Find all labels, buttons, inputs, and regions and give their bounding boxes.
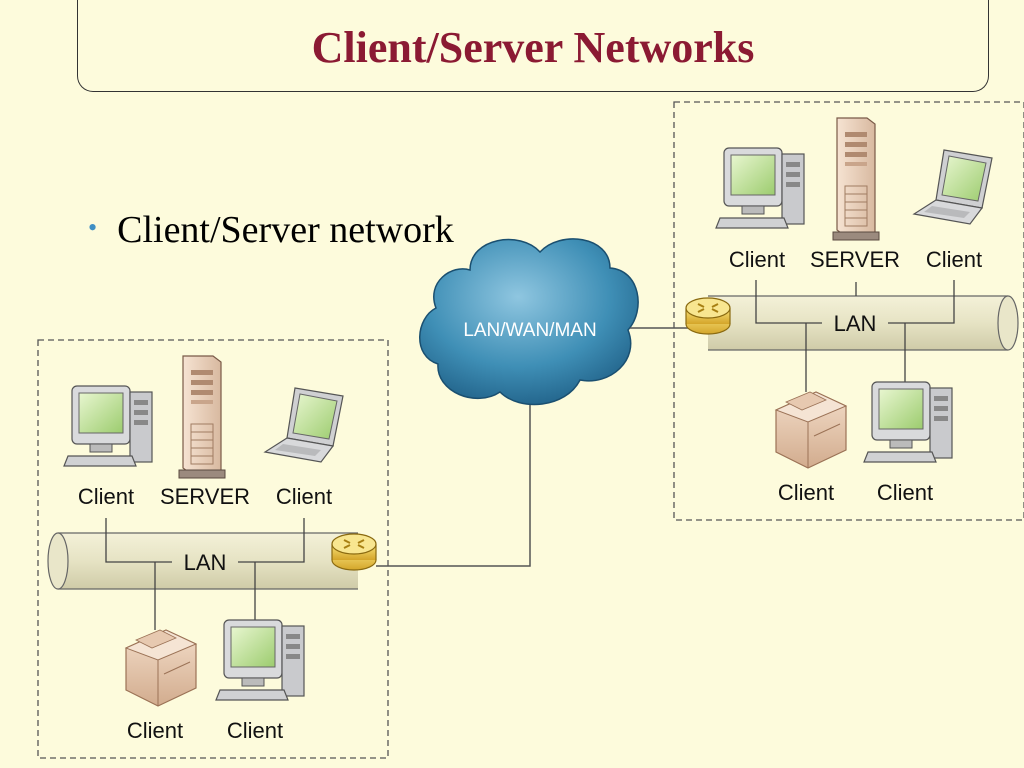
right-server-icon (832, 117, 880, 241)
right-desktop-2-icon (863, 381, 953, 463)
bullet-text: Client/Server network (117, 209, 454, 251)
left-laptop-icon (264, 387, 344, 463)
right-router-icon (685, 297, 731, 335)
link-cloud-left (376, 405, 531, 567)
right-label-client-1: Client (729, 247, 785, 272)
left-lan-label: LAN (184, 550, 227, 575)
right-desktop-icon (715, 147, 805, 229)
right-network: LAN Client SERVER Client Client Client (673, 101, 1024, 521)
left-label-client-4: Client (227, 718, 283, 743)
left-desktop-2-icon (215, 619, 305, 701)
left-network: LAN Client SERVER Client Client Client (37, 339, 389, 759)
left-router-icon (331, 533, 377, 571)
wan-cloud: LAN/WAN/MAN (419, 238, 639, 406)
slide-title: Client/Server Networks (311, 23, 755, 72)
right-label-client-3: Client (778, 480, 834, 505)
right-laptop-icon (913, 149, 993, 225)
left-label-client-2: Client (276, 484, 332, 509)
right-lan-label: LAN (834, 311, 877, 336)
left-label-client-1: Client (78, 484, 134, 509)
left-network-boundary (37, 339, 389, 759)
right-label-client-4: Client (877, 480, 933, 505)
left-label-client-3: Client (127, 718, 183, 743)
left-desktop-icon (63, 385, 153, 467)
cloud-label: LAN/WAN/MAN (463, 320, 596, 341)
right-label-client-2: Client (926, 247, 982, 272)
right-network-boundary (673, 101, 1024, 521)
bullet-dot-icon: • (88, 213, 98, 242)
right-label-server: SERVER (810, 247, 900, 272)
right-printer-icon (775, 391, 847, 469)
left-lan-pipe (47, 532, 358, 590)
left-server-icon (178, 355, 226, 479)
left-label-server: SERVER (160, 484, 250, 509)
left-printer-icon (125, 629, 197, 707)
title-box: Client/Server Networks (77, 0, 989, 92)
bullet-item: • Client/Server network (88, 208, 454, 252)
